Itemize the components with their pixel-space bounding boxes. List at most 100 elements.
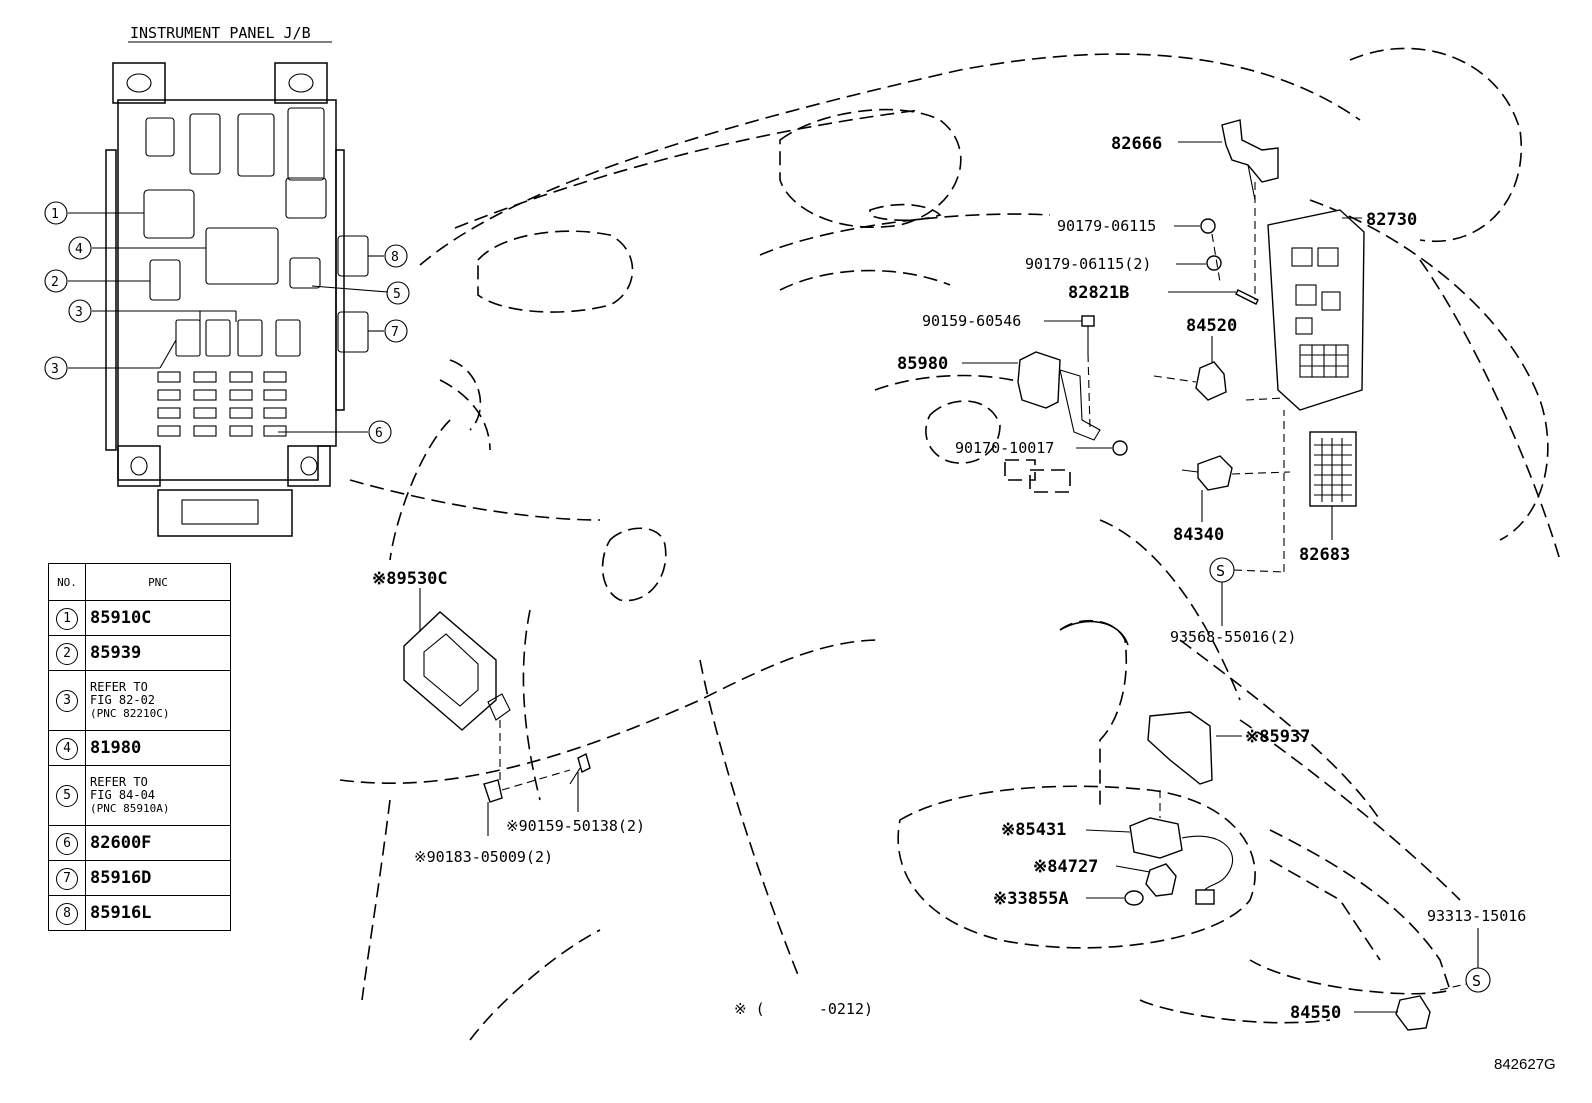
label-82730: 82730 [1366,210,1417,230]
label-82821b: 82821B [1068,283,1129,303]
row-number: 1 [56,607,78,630]
part-switch-85431 [1129,817,1234,905]
row-reference: REFER TO FIG 82-02 (PNC 82210C) [85,670,231,731]
dashboard-outline [339,47,1561,1041]
svg-text:6: 6 [375,426,383,441]
label-85937: ※85937 [1245,727,1310,747]
table-row: 8 85916L [48,895,231,931]
part-cover-82683 [1309,431,1357,507]
figure-id: 842627G [1494,1056,1556,1073]
part-labels: 82666 82730 90179-06115 90179-06115(2) 8… [372,134,1526,1023]
label-84727: ※84727 [1033,857,1098,877]
part-switch-84550 [1395,995,1431,1031]
callout-circles: 1 4 2 3 3 5 6 7 8 [44,201,410,444]
pnc-table: NO. PNC 1 85910C 2 85939 3 REFER TO FIG … [48,563,231,931]
row-number: 7 [56,867,78,890]
part-nut-90179-a [1200,218,1216,234]
label-33855a: ※33855A [993,889,1069,909]
callout-1: 1 [44,201,68,225]
row-ref-line1: REFER TO [90,775,148,789]
callout-7: 7 [384,319,408,343]
footnote: ※ ( -0212) [734,1000,873,1018]
part-pin-82821b [1235,289,1259,305]
leader-lines [419,141,1479,1013]
part-switch-84340 [1181,455,1233,491]
label-93313-15016: 93313-15016 [1427,907,1526,925]
part-screw-90159-50138 [569,752,591,785]
callout-5: 5 [386,281,410,305]
part-bracket-85937 [1147,711,1213,785]
svg-text:2: 2 [51,275,59,290]
row-pnc: 81980 [85,730,231,766]
label-90179-06115-2: 90179-06115(2) [1025,255,1151,273]
part-clip-90183 [483,779,503,803]
svg-text:1: 1 [51,207,59,222]
svg-text:S: S [1216,562,1225,580]
row-pnc: 85916D [85,860,231,896]
row-ref-line3: (PNC 85910A) [90,802,170,815]
callout-2: 2 [44,269,68,293]
label-84340: 84340 [1173,525,1224,545]
row-pnc: 85916L [85,895,231,931]
svg-text:4: 4 [75,242,83,257]
part-nut-90179-b [1206,255,1222,271]
row-ref-line2: FIG 82-02 [90,693,156,707]
part-bolt-90159-60546 [1081,315,1095,354]
label-90159-50138: ※90159-50138(2) [506,817,645,835]
part-sensor-84727 [1145,863,1177,897]
label-90170-10017: 90170-10017 [955,439,1054,457]
row-pnc: 82600F [85,825,231,861]
row-number: 8 [56,902,78,925]
row-number: 5 [56,785,78,807]
junction-block-inset: INSTRUMENT PANEL J/B [68,24,389,537]
label-85431: ※85431 [1001,820,1066,840]
part-relay-82666 [1221,119,1279,201]
table-row: 2 85939 [48,635,231,671]
label-84550: 84550 [1290,1003,1341,1023]
part-ecu-89530c [403,611,511,731]
row-ref-line2: FIG 84-04 [90,788,156,802]
row-pnc: 85939 [85,635,231,671]
label-84520: 84520 [1186,316,1237,336]
label-93568-55016: 93568-55016(2) [1170,628,1296,646]
svg-text:3: 3 [51,362,59,377]
label-85980: 85980 [897,354,948,374]
row-number: 3 [56,690,78,712]
screw-symbol-s-2: S [1465,967,1491,993]
table-header-pnc: PNC [85,563,231,601]
row-reference: REFER TO FIG 84-04 (PNC 85910A) [85,765,231,826]
row-pnc: 85910C [85,600,231,636]
row-ref-line3: (PNC 82210C) [90,707,170,720]
callout-6: 6 [368,420,392,444]
screw-symbol-s-1: S [1209,557,1235,583]
table-row: 4 81980 [48,730,231,766]
part-cap-33855a [1124,890,1144,906]
table-header-no: NO. [48,563,86,601]
label-90179-06115: 90179-06115 [1057,217,1156,235]
row-number: 2 [56,642,78,665]
svg-text:3: 3 [75,305,83,320]
label-90183-05009: ※90183-05009(2) [414,848,553,866]
label-82683: 82683 [1299,545,1350,565]
label-89530c: ※89530C [372,569,448,589]
dashed-assembly-lines [499,182,1467,991]
callout-4: 4 [68,236,92,260]
label-90159-60546: 90159-60546 [922,312,1021,330]
svg-text:8: 8 [391,250,399,265]
svg-text:S: S [1472,972,1481,990]
callout-3b: 3 [44,356,68,380]
table-row: 3 REFER TO FIG 82-02 (PNC 82210C) [48,670,231,731]
part-sensor-85980 [1017,351,1101,441]
row-ref-line1: REFER TO [90,680,148,694]
svg-text:7: 7 [391,325,399,340]
table-row: 5 REFER TO FIG 84-04 (PNC 85910A) [48,765,231,826]
row-number: 4 [56,737,78,760]
row-number: 6 [56,832,78,855]
callout-3a: 3 [68,299,92,323]
part-switch-84520 [1195,361,1227,401]
junction-block-title: INSTRUMENT PANEL J/B [130,24,311,42]
table-row: 6 82600F [48,825,231,861]
table-row: 1 85910C [48,600,231,636]
callout-8: 8 [384,244,408,268]
